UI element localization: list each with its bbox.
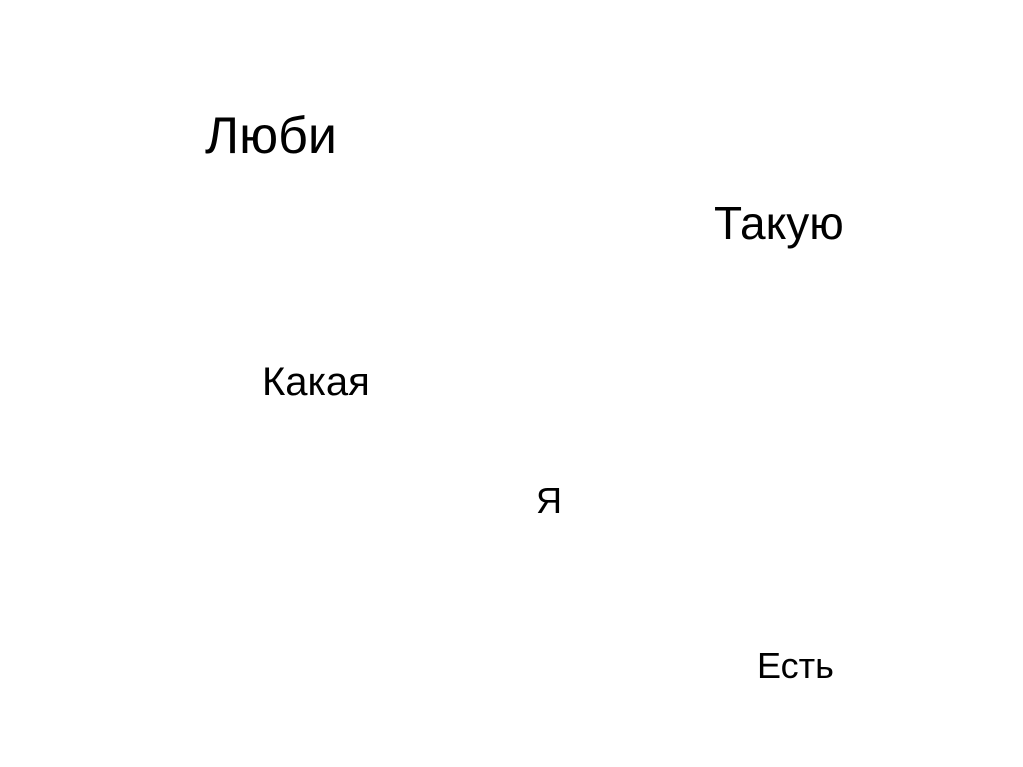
word-kakaya: Какая	[262, 360, 370, 404]
word-takuyu: Такую	[714, 197, 844, 249]
word-est: Есть	[757, 645, 834, 686]
word-ya: Я	[536, 480, 562, 521]
word-lyubi: Люби	[205, 107, 337, 165]
